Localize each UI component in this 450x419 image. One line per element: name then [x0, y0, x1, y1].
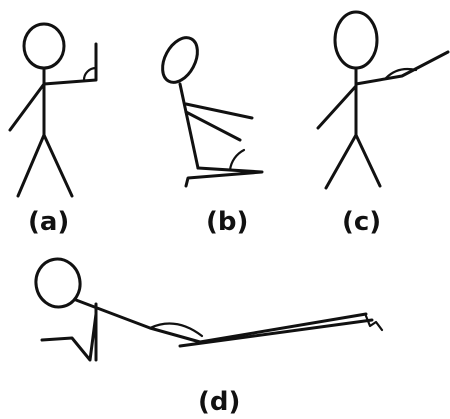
figure-b-head — [161, 36, 199, 84]
figure-b-legs — [184, 166, 264, 188]
figure-d: (d) — [34, 257, 384, 417]
figure-a-left-arm — [8, 82, 46, 132]
figure-c-label: (c) — [342, 207, 381, 237]
figure-c-head — [333, 10, 379, 70]
figure-a-left-leg — [16, 133, 46, 198]
figure-a-right-arm — [42, 42, 98, 86]
figure-d-arm-bottom — [178, 318, 374, 348]
figure-b: (b) — [161, 36, 264, 237]
figure-d-label: (d) — [198, 387, 240, 417]
figure-d-angle-arc — [148, 322, 204, 338]
figure-a-right-leg — [42, 133, 74, 198]
figure-c-right-leg — [354, 133, 382, 188]
figure-c: (c) — [316, 10, 450, 237]
figure-b-upper-arm — [184, 102, 254, 120]
figure-d-lower-limb — [40, 312, 98, 362]
figure-d-arm-top — [198, 312, 368, 344]
figure-b-label: (b) — [206, 207, 248, 237]
figure-b-lower-arm — [184, 110, 242, 142]
figure-c-right-arm — [354, 50, 450, 86]
figure-a-label: (a) — [28, 207, 69, 237]
figure-d-hand — [364, 314, 384, 332]
figure-b-angle-arc — [228, 148, 246, 172]
figure-a-angle-arc — [82, 66, 98, 82]
figure-b-torso — [178, 82, 200, 170]
figure-a: (a) — [8, 22, 98, 237]
figure-a-head — [22, 22, 66, 70]
figure-d-head — [34, 257, 82, 309]
figure-c-angle-arc — [384, 67, 418, 80]
figure-c-left-leg — [324, 133, 358, 190]
figure-c-left-arm — [316, 84, 358, 130]
